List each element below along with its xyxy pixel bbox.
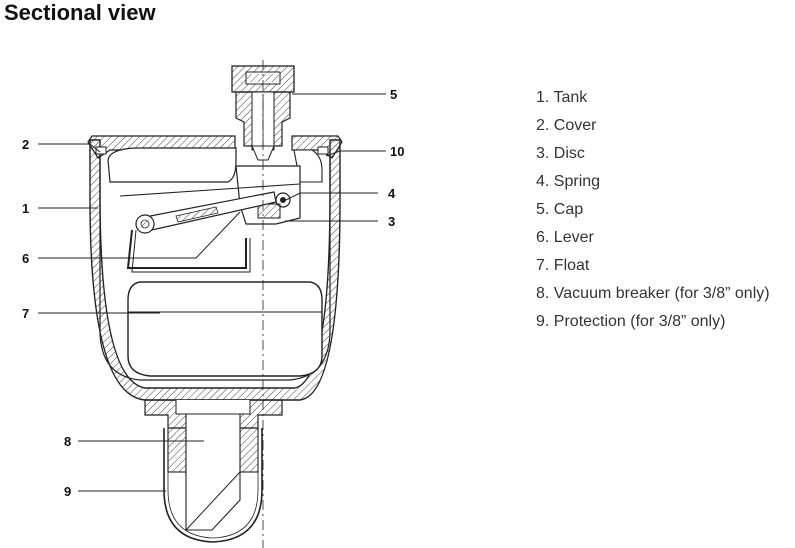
callout-8: 8 bbox=[64, 434, 71, 449]
callout-6: 6 bbox=[22, 251, 29, 266]
legend-item-spring: 4. Spring bbox=[536, 173, 601, 190]
callout-3: 3 bbox=[388, 214, 395, 229]
protection bbox=[163, 428, 263, 543]
callout-5: 5 bbox=[390, 87, 397, 102]
legend-item-lever: 6. Lever bbox=[536, 229, 594, 246]
legend-item-vacuum-breaker: 8. Vacuum breaker (for 3/8” only) bbox=[536, 285, 770, 302]
diagram-title: Sectional view bbox=[4, 0, 156, 25]
legend-item-tank: 1. Tank bbox=[536, 89, 588, 106]
callout-1: 1 bbox=[22, 201, 29, 216]
parts-legend: 1. Tank 2. Cover 3. Disc 4. Spring 5. Ca… bbox=[536, 86, 770, 338]
callout-4: 4 bbox=[388, 186, 396, 201]
callout-7: 7 bbox=[22, 306, 29, 321]
disc bbox=[257, 203, 281, 219]
callout-2: 2 bbox=[22, 137, 29, 152]
legend-item-cap: 5. Cap bbox=[536, 201, 584, 218]
legend-item-float: 7. Float bbox=[536, 257, 590, 274]
legend-item-disc: 3. Disc bbox=[536, 145, 585, 162]
float bbox=[127, 281, 323, 377]
callout-9: 9 bbox=[64, 484, 71, 499]
legend-item-protection: 9. Protection (for 3/8” only) bbox=[536, 313, 726, 330]
callout-10: 10 bbox=[390, 144, 404, 159]
legend-item-cover: 2. Cover bbox=[536, 117, 597, 134]
vacuum-breaker bbox=[185, 413, 241, 531]
